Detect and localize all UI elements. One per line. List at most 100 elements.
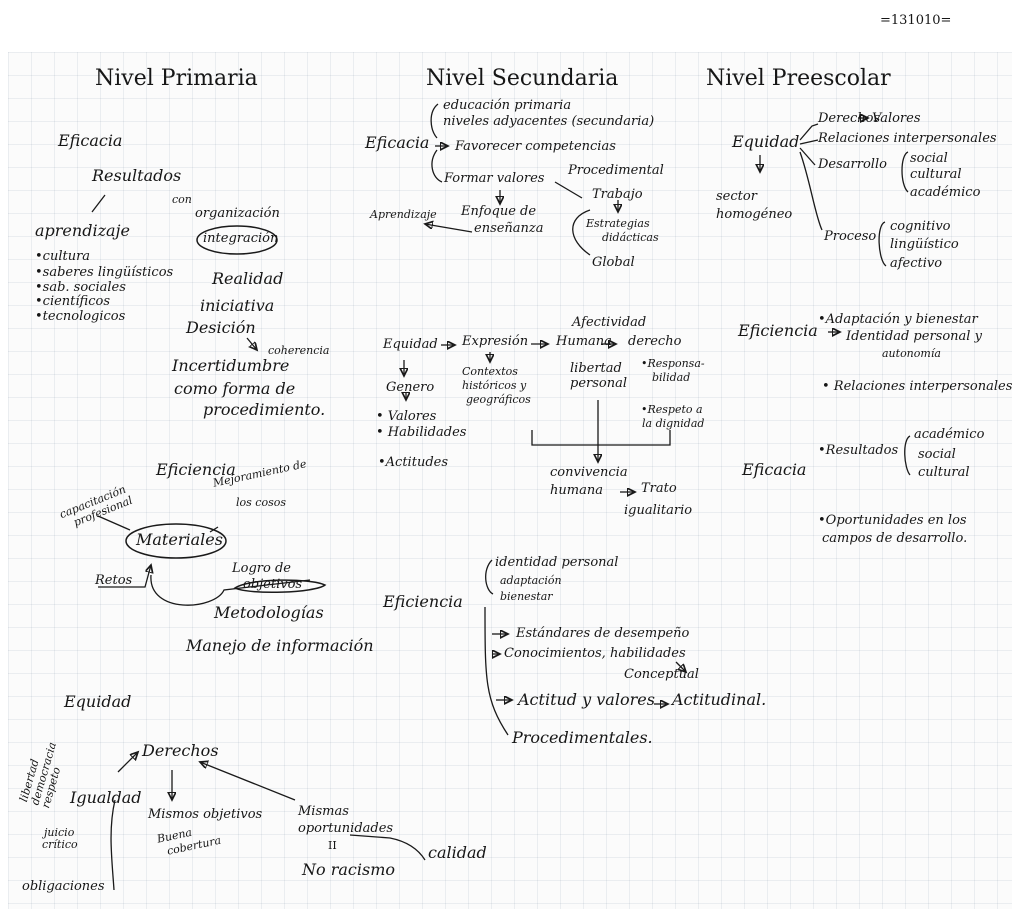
grid-paper-sheet: [8, 52, 1012, 909]
secundaria-personal: personal: [570, 376, 628, 391]
primaria-realidad: Realidad: [212, 269, 284, 288]
secundaria-conceptual: Conceptual: [624, 667, 699, 682]
secundaria-responsabilidad: •Responsa-: [641, 357, 705, 370]
secundaria-estrategias: Estrategias: [586, 217, 650, 230]
secundaria-adaptacion: adaptación: [500, 574, 562, 587]
primaria-item-5: •tecnologicos: [35, 309, 126, 324]
primaria-como-forma: como forma de: [174, 379, 296, 398]
primaria-procedimiento: procedimiento.: [203, 400, 326, 419]
primaria-eficiencia: Eficiencia: [156, 460, 236, 479]
primaria-oportunidades: oportunidades: [298, 821, 394, 836]
preescolar-r-social: social: [918, 447, 956, 462]
secundaria-humana2: humana: [550, 483, 603, 498]
secundaria-global: Global: [592, 255, 635, 270]
secundaria-trato: Trato: [641, 481, 677, 496]
primaria-logro-de: Logro de: [232, 561, 291, 576]
preescolar-autonomia: autonomía: [882, 347, 941, 360]
secundaria-libertad: libertad: [570, 361, 622, 376]
primaria-igualdad: Igualdad: [70, 788, 142, 807]
preescolar-eficiencia: Eficiencia: [738, 321, 818, 340]
primaria-derechos: Derechos: [142, 741, 219, 760]
secundaria-aprendizaje: Aprendizaje: [370, 208, 437, 221]
preescolar-cognitivo: cognitivo: [890, 219, 951, 234]
primaria-ii: II: [328, 839, 337, 852]
primaria-coherencia: coherencia: [268, 344, 330, 357]
secundaria-ed-primaria: educación primaria: [443, 98, 572, 113]
primaria-decision: Desición: [186, 318, 256, 337]
preescolar-r-cultural: cultural: [918, 465, 970, 480]
secundaria-historicos: históricos y: [462, 379, 527, 392]
primaria-item-4: •científicos: [35, 294, 111, 309]
secundaria-actitud: Actitud y valores: [518, 690, 655, 709]
primaria-retos: Retos: [95, 573, 133, 588]
preescolar-campos: campos de desarrollo.: [822, 531, 968, 546]
secundaria-afectividad: Afectividad: [572, 315, 647, 330]
primaria-item-1: •cultura: [35, 249, 91, 264]
primaria-resultados: Resultados: [92, 166, 182, 185]
preescolar-afectivo: afectivo: [890, 256, 943, 271]
secundaria-dignidad: la dignidad: [642, 417, 705, 430]
preescolar-oportunidades: •Oportunidades en los: [818, 513, 967, 528]
secundaria-trabajo: Trabajo: [592, 187, 643, 202]
secundaria-derecho: derecho: [628, 334, 682, 349]
primaria-metodologias: Metodologías: [214, 603, 324, 622]
primaria-obligaciones: obligaciones: [22, 879, 105, 894]
secundaria-formar: Formar valores: [444, 171, 545, 186]
preescolar-relaciones2: • Relaciones interpersonales: [822, 379, 1013, 394]
primaria-eficacia: Eficacia: [58, 131, 123, 150]
primaria-item-2: •saberes lingüísticos: [35, 265, 174, 280]
secundaria-humana: Humana: [556, 334, 612, 349]
preescolar-eficacia: Eficacia: [742, 460, 807, 479]
secundaria-igualitario: igualitario: [624, 503, 693, 518]
secundaria-contextos: Contextos: [462, 365, 518, 378]
primaria-mismos-objetivos: Mismos objetivos: [148, 807, 263, 822]
primaria-equidad: Equidad: [64, 692, 132, 711]
secundaria-geograficos: geográficos: [466, 393, 531, 406]
secundaria-title: Nivel Secundaria: [426, 66, 619, 91]
primaria-critico: crítico: [42, 838, 78, 851]
primaria-integracion: integración: [203, 231, 279, 246]
date-stamp: =131010=: [880, 13, 952, 28]
primaria-juicio: juicio: [44, 826, 75, 839]
primaria-calidad: calidad: [428, 843, 487, 862]
preescolar-desarrollo: Desarrollo: [818, 157, 887, 172]
secundaria-didacticas: didácticas: [602, 231, 659, 244]
secundaria-convivencia: convivencia: [550, 465, 628, 480]
secundaria-genero: Genero: [386, 380, 435, 395]
secundaria-estandares: Estándares de desempeño: [516, 626, 690, 641]
preescolar-relaciones: Relaciones interpersonales: [818, 131, 997, 146]
secundaria-actitudinal: Actitudinal.: [672, 690, 767, 709]
primaria-con: con: [172, 193, 192, 206]
secundaria-expresion: Expresión: [462, 334, 529, 349]
secundaria-bilidad: bilidad: [652, 371, 691, 384]
preescolar-equidad: Equidad: [732, 132, 800, 151]
primaria-organizacion: organización: [195, 206, 280, 221]
preescolar-cultural: cultural: [910, 167, 962, 182]
secundaria-valores: • Valores: [376, 409, 437, 424]
primaria-iniciativa: iniciativa: [200, 296, 275, 315]
preescolar-resultados: •Resultados: [818, 443, 899, 458]
preescolar-linguistico: lingüístico: [890, 237, 959, 252]
secundaria-identidad: identidad personal: [495, 555, 619, 570]
preescolar-proceso: Proceso: [824, 229, 877, 244]
secundaria-favorecer: Favorecer competencias: [455, 139, 616, 154]
primaria-no-racismo: No racismo: [302, 860, 395, 879]
preescolar-title: Nivel Preescolar: [706, 66, 891, 91]
primaria-objetivos: objetivos: [243, 577, 303, 592]
preescolar-homogeneo: homogéneo: [716, 207, 793, 222]
primaria-item-3: •sab. sociales: [35, 280, 126, 295]
primaria-materiales: Materiales: [136, 530, 223, 549]
secundaria-procedimentales: Procedimentales.: [512, 728, 653, 747]
secundaria-niveles: niveles adyacentes (secundaria): [443, 114, 655, 129]
preescolar-adaptacion: •Adaptación y bienestar: [818, 312, 978, 327]
secundaria-actitudes: •Actitudes: [378, 455, 449, 470]
secundaria-eficacia: Eficacia: [365, 133, 430, 152]
secundaria-equidad: Equidad: [383, 337, 438, 352]
secundaria-habilidades: • Habilidades: [376, 425, 467, 440]
primaria-aprendizaje: aprendizaje: [35, 221, 130, 240]
preescolar-academico: académico: [910, 185, 981, 200]
primaria-incertidumbre: Incertidumbre: [172, 356, 290, 375]
primaria-los-cosos: los cosos: [236, 496, 286, 509]
preescolar-valores: Valores: [872, 111, 921, 126]
preescolar-sector: sector: [716, 189, 757, 204]
